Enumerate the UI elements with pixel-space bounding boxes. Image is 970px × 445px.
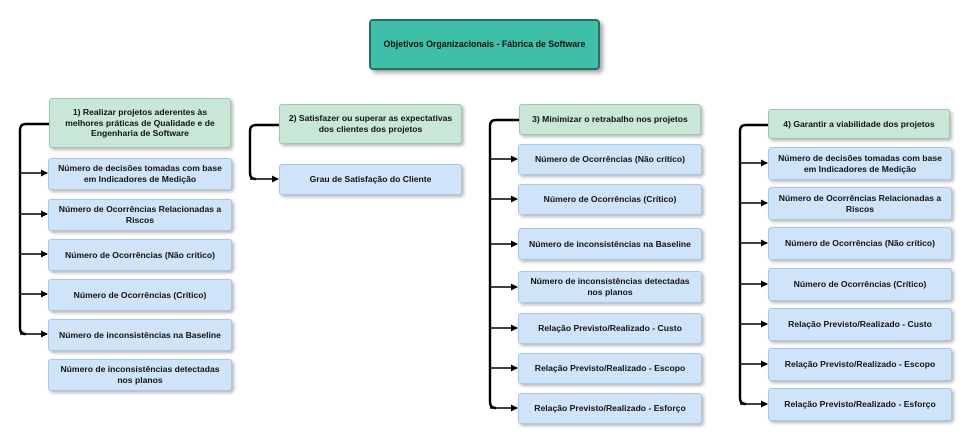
goal-4-box: 4) Garantir a viabilidade dos projetos (768, 109, 950, 139)
indicator-box: Número de Ocorrências (Crítico) (48, 279, 232, 311)
indicator-label: Relação Previsto/Realizado - Escopo (534, 363, 686, 374)
indicator-box: Relação Previsto/Realizado - Custo (768, 308, 952, 341)
indicator-label: Grau de Satisfação do Cliente (309, 174, 432, 185)
indicator-box: Número de decisões tomadas com base em I… (48, 158, 232, 190)
indicator-box: Número de decisões tomadas com base em I… (768, 147, 952, 180)
indicator-box: Relação Previsto/Realizado - Esforço (518, 393, 702, 424)
bracket-line (18, 122, 49, 336)
indicator-label: Número de Ocorrências (Não crítico) (535, 154, 685, 165)
indicator-box: Relação Previsto/Realizado - Escopo (518, 353, 702, 384)
indicator-label: Número de inconsistências detectadas nos… (530, 276, 690, 297)
indicator-box: Relação Previsto/Realizado - Custo (518, 313, 702, 344)
indicator-label: Número de inconsistências na Baseline (59, 329, 221, 340)
indicator-label: Relação Previsto/Realizado - Custo (538, 323, 682, 334)
bracket-line (738, 123, 768, 406)
indicator-box: Número de Ocorrências (Crítico) (518, 184, 702, 215)
bracket-line (488, 118, 519, 410)
indicator-box: Grau de Satisfação do Cliente (279, 164, 462, 195)
goal-3-box: 3) Minimizar o retrabalho nos projetos (519, 104, 701, 135)
indicator-label: Relação Previsto/Realizado - Esforço (784, 399, 936, 410)
indicator-box: Número de inconsistências detectadas nos… (48, 359, 232, 391)
indicator-label: Número de Ocorrências (Não crítico) (65, 249, 215, 260)
goal-2-label: 2) Satisfazer ou superar as expectativas… (288, 113, 453, 134)
indicator-label: Relação Previsto/Realizado - Esforço (534, 403, 686, 414)
goal-1-label: 1) Realizar projetos aderentes às melhor… (65, 106, 215, 139)
indicator-label: Número de Ocorrências (Crítico) (543, 194, 677, 205)
goal-1-box: 1) Realizar projetos aderentes às melhor… (49, 98, 231, 148)
indicator-label: Relação Previsto/Realizado - Escopo (784, 359, 936, 370)
indicator-box: Número de inconsistências na Baseline (48, 319, 232, 351)
indicator-box: Número de Ocorrências Relacionadas a Ris… (48, 199, 232, 231)
indicator-label: Número de Ocorrências (Crítico) (793, 279, 927, 290)
indicator-box: Número de inconsistências na Baseline (518, 228, 702, 260)
indicator-label: Número de decisões tomadas com base em I… (58, 163, 222, 184)
indicator-label: Número de Ocorrências (Não crítico) (785, 238, 935, 249)
root-objective-box: Objetivos Organizacionais - Fábrica de S… (369, 19, 600, 70)
indicator-box: Número de Ocorrências (Crítico) (768, 268, 952, 301)
indicator-box: Número de inconsistências detectadas nos… (518, 271, 702, 303)
indicator-label: Número de Ocorrências (Crítico) (73, 289, 207, 300)
goal-4-label: 4) Garantir a viabilidade dos projetos (783, 118, 935, 129)
indicator-label: Número de inconsistências detectadas nos… (60, 364, 220, 385)
indicator-label: Número de decisões tomadas com base em I… (778, 152, 942, 174)
indicator-label: Número de Ocorrências Relacionadas a Ris… (58, 204, 222, 225)
indicator-label: Número de Ocorrências Relacionadas a Ris… (778, 192, 942, 214)
indicator-label: Número de inconsistências na Baseline (529, 238, 691, 249)
bracket-line (248, 123, 279, 181)
indicator-box: Número de Ocorrências Relacionadas a Ris… (768, 187, 952, 220)
indicator-box: Número de Ocorrências (Não crítico) (768, 227, 952, 260)
goal-2-box: 2) Satisfazer ou superar as expectativas… (279, 104, 462, 144)
indicator-box: Número de Ocorrências (Não crítico) (518, 144, 702, 175)
indicator-box: Relação Previsto/Realizado - Escopo (768, 348, 952, 381)
indicator-box: Número de Ocorrências (Não crítico) (48, 239, 232, 271)
indicator-box: Relação Previsto/Realizado - Esforço (768, 388, 952, 421)
indicator-label: Relação Previsto/Realizado - Custo (788, 319, 932, 330)
root-objective-label: Objetivos Organizacionais - Fábrica de S… (383, 39, 586, 49)
goal-3-label: 3) Minimizar o retrabalho nos projetos (532, 114, 688, 125)
